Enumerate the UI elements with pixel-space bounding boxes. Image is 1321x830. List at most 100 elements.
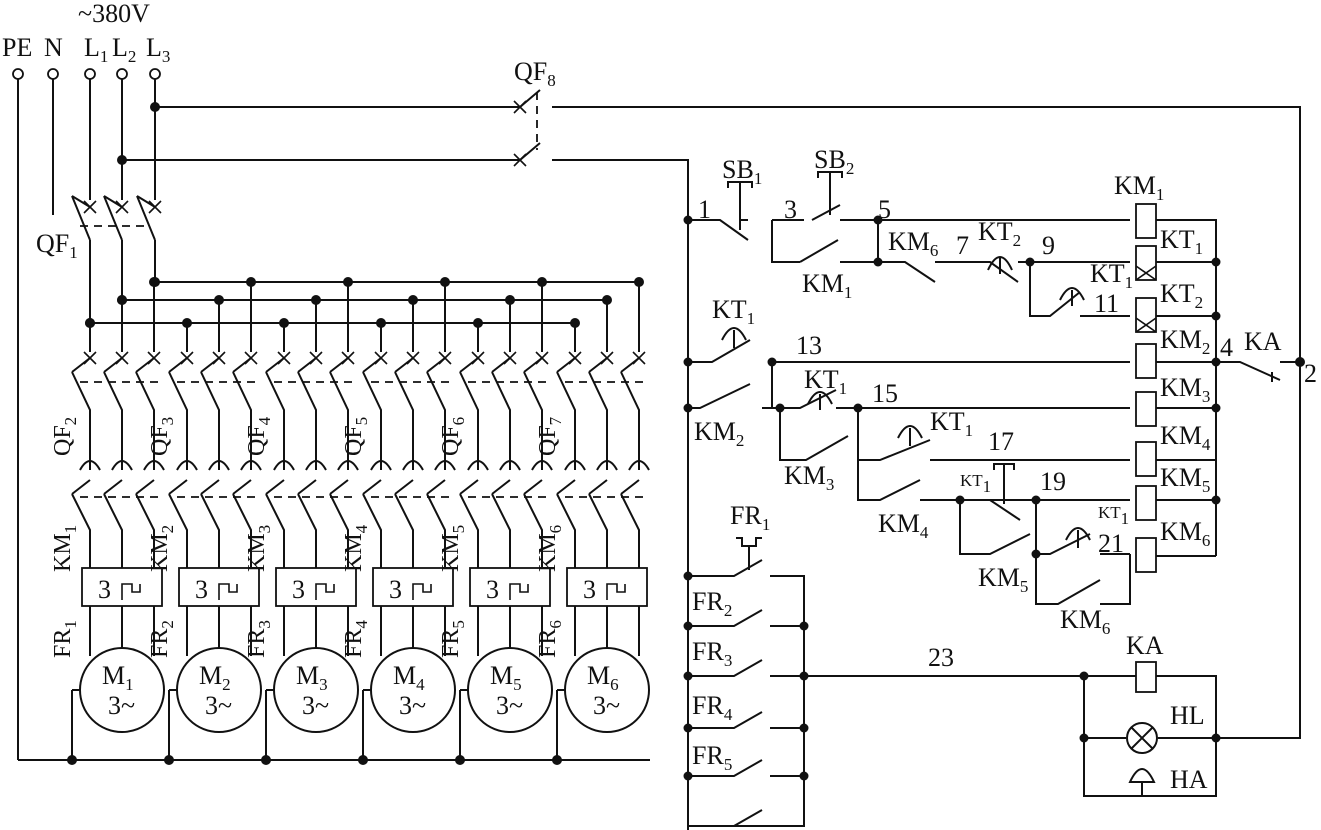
- coil-label-km6: KM6: [1160, 517, 1210, 550]
- node-19: 19: [1040, 467, 1066, 496]
- terminal-n-circle: [47, 68, 59, 80]
- supply-voltage: ~380V: [78, 0, 150, 28]
- node-11: 11: [1094, 289, 1119, 318]
- qf2-label: QF2: [50, 417, 80, 456]
- coil-label-km2: KM2: [1160, 325, 1210, 358]
- terminal-l3: L3: [146, 33, 170, 66]
- overload-chain: FR1 FR2 FR3 FR4 FR5: [683, 501, 1136, 827]
- node-1: 1: [698, 195, 711, 224]
- kt1-label-19: KT1: [960, 471, 991, 496]
- fr6-main-label: FR6: [535, 620, 565, 658]
- terminal-l3-circle: [149, 68, 161, 80]
- km4-aux-label: KM4: [878, 509, 929, 542]
- coil-label-km1: KM1: [1114, 171, 1164, 204]
- node-2: 2: [1304, 359, 1317, 388]
- km5-aux-label: KM5: [978, 563, 1028, 596]
- node-7: 7: [956, 231, 969, 260]
- coil-label-km4: KM4: [1160, 421, 1211, 454]
- motor-branches: 3M13~QF2KM1FR13M23~QF3KM2FR23M33~QF4KM3F…: [50, 277, 650, 765]
- fr4-main-label: FR4: [341, 620, 371, 658]
- kt1-label-17: KT1: [930, 407, 973, 440]
- kt1-label-upper: KT1: [1090, 259, 1133, 292]
- fr1-label: FR1: [730, 501, 770, 534]
- fr2-main-label: FR2: [147, 620, 177, 658]
- kt1-label-mid: KT1: [804, 365, 847, 398]
- kt1-coil: [1135, 245, 1157, 281]
- node-17: 17: [988, 427, 1014, 456]
- km4-main-label: KM4: [341, 524, 371, 572]
- terminal-l2-circle: [116, 68, 128, 80]
- qf8-label: QF8: [514, 57, 556, 90]
- motor-1-label: M1: [102, 661, 134, 694]
- km5-coil: [1135, 485, 1157, 521]
- motor-5-label: M5: [490, 661, 522, 694]
- coil-label-km5: KM5: [1160, 463, 1210, 496]
- relay-box-text: 3: [583, 575, 596, 604]
- coil-column: [1135, 203, 1221, 573]
- kt1-label-left: KT1: [712, 295, 755, 328]
- kt2-label: KT2: [978, 217, 1021, 250]
- breaker-qf1: QF1: [36, 195, 162, 330]
- buzzer-ha-icon: [1128, 768, 1156, 783]
- motor-2-phase: 3~: [205, 691, 232, 720]
- motor-6-label: M6: [587, 661, 619, 694]
- km6-main-label: KM6: [535, 525, 565, 572]
- buzzer-ha-label: HA: [1170, 765, 1208, 794]
- fr3-main-label: FR3: [244, 620, 274, 658]
- motor-4-label: M4: [393, 661, 425, 694]
- node-15: 15: [872, 379, 898, 408]
- relay-box-text: 3: [195, 575, 208, 604]
- supply-conductors: [12, 68, 510, 760]
- km2-coil: [1135, 343, 1157, 379]
- terminal-l1: L1: [84, 33, 108, 66]
- node-5: 5: [878, 195, 891, 224]
- terminal-l2: L2: [112, 33, 136, 66]
- motor-3-label: M3: [296, 661, 328, 694]
- coil-label-km3: KM3: [1160, 373, 1210, 406]
- node-3: 3: [784, 195, 797, 224]
- alarm-circuit: KA HL HA: [1079, 362, 1301, 797]
- supply-header: ~380V PE N L1 L2 L3: [2, 0, 170, 66]
- coil-label-kt2: KT2: [1160, 279, 1203, 312]
- ka-coil: [1135, 661, 1157, 693]
- km3-coil: [1135, 391, 1157, 427]
- ka-coil-label: KA: [1126, 631, 1164, 660]
- terminal-pe: PE: [2, 33, 32, 62]
- coil-labels: KM1 KT1 KT2 KM2 KM3 KM4 KM5 KM6: [1114, 171, 1211, 550]
- km6-aux-label-lower: KM6: [1060, 605, 1110, 638]
- relay-box-text: 3: [486, 575, 499, 604]
- relay-box-text: 3: [292, 575, 305, 604]
- breaker-qf8: QF8: [510, 57, 1301, 830]
- fr5-main-label: FR5: [438, 620, 468, 658]
- qf6-label: QF6: [438, 417, 468, 456]
- motor-5-phase: 3~: [496, 691, 523, 720]
- km5-main-label: KM5: [438, 525, 468, 572]
- node-9: 9: [1042, 231, 1055, 260]
- control-circuit: 1 3 5 7 9 11 13 15 17 19 21 23 4 2 SB1 S…: [683, 145, 1317, 827]
- qf3-label: QF3: [147, 417, 177, 456]
- kt1-label-21: KT1: [1098, 503, 1129, 528]
- km1-main-label: KM1: [50, 525, 80, 572]
- km2-main-label: KM2: [147, 525, 177, 572]
- node-4: 4: [1220, 333, 1233, 362]
- qf5-label: QF5: [341, 417, 371, 456]
- fr3-label: FR3: [692, 637, 732, 670]
- fr2-label: FR2: [692, 587, 732, 620]
- sb2-label: SB2: [814, 145, 854, 178]
- terminal-pe-circle: [12, 68, 24, 80]
- coil-label-kt1: KT1: [1160, 225, 1203, 258]
- node-23: 23: [928, 643, 954, 672]
- terminal-n: N: [44, 33, 63, 62]
- motor-1-phase: 3~: [108, 691, 135, 720]
- motor-2-label: M2: [199, 661, 231, 694]
- terminal-l1-circle: [84, 68, 96, 80]
- relay-box-text: 3: [389, 575, 402, 604]
- km3-aux-label: KM3: [784, 461, 834, 494]
- motor-6-phase: 3~: [593, 691, 620, 720]
- km6-coil: [1135, 537, 1157, 573]
- qf1-label: QF1: [36, 229, 78, 262]
- km6-aux-label: KM6: [888, 227, 938, 260]
- ka-contact-label: KA: [1244, 327, 1282, 356]
